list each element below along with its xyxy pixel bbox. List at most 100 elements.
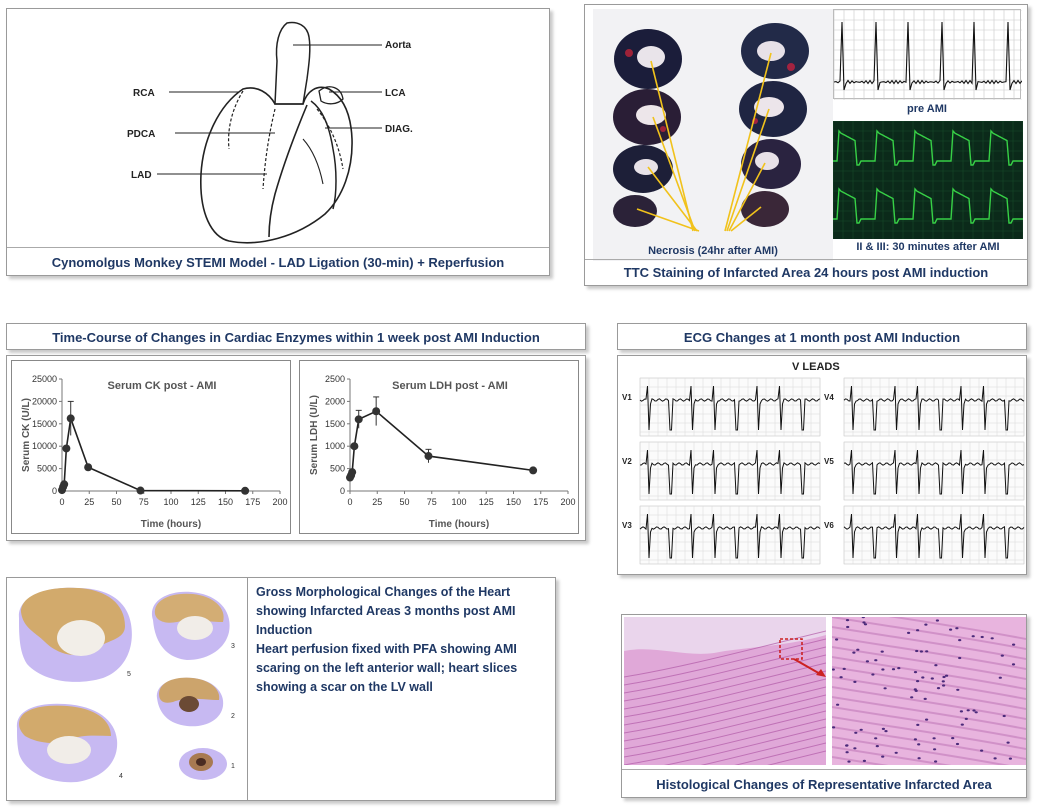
rca-vessel bbox=[227, 90, 244, 150]
x-tick-label: 150 bbox=[506, 497, 521, 507]
ttc-caption: TTC Staining of Infarcted Area 24 hours … bbox=[623, 265, 989, 280]
ecg-lead-v5: V5 bbox=[824, 441, 1025, 501]
nucleus bbox=[913, 738, 917, 741]
nucleus bbox=[894, 751, 898, 754]
fiber bbox=[734, 742, 826, 765]
ttc-red-spot bbox=[787, 63, 795, 71]
nucleus bbox=[917, 743, 921, 746]
nucleus bbox=[936, 687, 941, 690]
necrosis-arrow bbox=[726, 108, 770, 232]
fiber bbox=[624, 686, 826, 734]
ecg-caption-box: ECG Changes at 1 month post AMI Inductio… bbox=[617, 323, 1027, 350]
x-tick-label: 0 bbox=[59, 497, 64, 507]
nucleus bbox=[847, 760, 851, 763]
nucleus bbox=[891, 668, 896, 671]
x-tick-label: 175 bbox=[245, 497, 260, 507]
slice-number: 2 bbox=[231, 713, 235, 720]
x-tick-label: 25 bbox=[84, 497, 94, 507]
nucleus bbox=[1002, 714, 1006, 718]
series-line bbox=[349, 410, 534, 478]
nucleus bbox=[919, 650, 923, 653]
histo-high-mag-svg bbox=[832, 617, 1026, 765]
x-tick-label: 125 bbox=[479, 497, 494, 507]
branch-vessel bbox=[302, 138, 324, 185]
ldh-chart: Serum LDH post - AMI05001000150020002500… bbox=[309, 374, 576, 530]
nucleus bbox=[913, 688, 917, 691]
nucleus bbox=[925, 650, 929, 653]
lead-trace bbox=[639, 513, 821, 559]
ecg-lead-v3: V3 bbox=[622, 505, 821, 565]
nucleus bbox=[974, 711, 978, 714]
chart-title: Serum CK post - AMI bbox=[108, 380, 217, 392]
nucleus bbox=[949, 628, 953, 631]
y-tick-label: 0 bbox=[52, 486, 57, 496]
x-tick-label: 75 bbox=[427, 497, 437, 507]
slice-number: 1 bbox=[231, 763, 235, 770]
nucleus bbox=[916, 680, 920, 683]
necrosis-arrow bbox=[724, 52, 772, 232]
ecg-lead-v2: V2 bbox=[622, 441, 821, 501]
nucleus bbox=[964, 717, 968, 720]
nucleus bbox=[881, 755, 885, 758]
nucleus bbox=[845, 619, 850, 622]
fiber bbox=[663, 726, 826, 765]
nucleus bbox=[935, 619, 939, 622]
ttc-slice bbox=[741, 191, 789, 227]
heart-slice-2-cavity bbox=[179, 696, 199, 712]
enzyme-caption-box: Time-Course of Changes in Cardiac Enzyme… bbox=[6, 323, 586, 350]
fiber bbox=[832, 746, 952, 765]
lead-trace bbox=[843, 513, 1025, 559]
fiber bbox=[624, 646, 826, 694]
nucleus bbox=[932, 737, 936, 740]
ttc-slice bbox=[636, 105, 666, 125]
ttc-slice bbox=[757, 41, 785, 61]
nucleus bbox=[1006, 741, 1010, 744]
nucleus bbox=[910, 696, 914, 699]
label-lad: LAD bbox=[131, 170, 152, 181]
x-tick-label: 100 bbox=[451, 497, 466, 507]
data-point bbox=[60, 480, 69, 489]
nucleus bbox=[836, 703, 840, 706]
nucleus bbox=[917, 757, 921, 760]
fiber bbox=[832, 716, 1026, 750]
nucleus bbox=[958, 656, 962, 660]
nucleus bbox=[955, 627, 959, 630]
lead-label: V3 bbox=[622, 521, 632, 530]
fiber bbox=[624, 710, 826, 758]
lead-trace bbox=[639, 385, 821, 431]
data-point bbox=[66, 414, 75, 423]
fiber bbox=[832, 736, 1010, 765]
label-aorta: Aorta bbox=[385, 40, 412, 51]
nucleus bbox=[951, 737, 955, 740]
x-tick-label: 75 bbox=[139, 497, 149, 507]
nucleus bbox=[1008, 757, 1012, 760]
nucleus bbox=[845, 744, 849, 747]
gross-photo-svg: 5 3 2 4 1 bbox=[16, 587, 235, 783]
lead-label: V1 bbox=[622, 393, 632, 402]
x-tick-label: 25 bbox=[372, 497, 382, 507]
nucleus bbox=[884, 730, 888, 733]
fiber bbox=[700, 734, 826, 765]
histo-high-mag bbox=[832, 617, 1026, 765]
ttc-photo: Necrosis (24hr after AMI) bbox=[593, 9, 833, 261]
nucleus bbox=[921, 676, 925, 679]
necrosis-label: Necrosis (24hr after AMI) bbox=[648, 245, 778, 257]
necrosis-arrow bbox=[652, 116, 696, 232]
ttc-slices-svg bbox=[613, 23, 809, 232]
nucleus bbox=[880, 650, 884, 653]
nucleus bbox=[980, 635, 984, 639]
ttc-slice bbox=[637, 46, 665, 68]
enzyme-caption: Time-Course of Changes in Cardiac Enzyme… bbox=[52, 330, 540, 345]
label-rca: RCA bbox=[133, 88, 155, 99]
pre-ami-grid bbox=[833, 9, 1022, 101]
y-tick-label: 0 bbox=[340, 486, 345, 496]
y-axis-label: Serum CK (U/L) bbox=[21, 398, 32, 472]
y-axis-label: Serum LDH (U/L) bbox=[309, 395, 320, 475]
necrosis-arrow bbox=[730, 206, 762, 232]
fiber bbox=[832, 726, 1026, 760]
nucleus bbox=[842, 667, 846, 670]
ecg-lead-v6: V6 bbox=[824, 505, 1025, 565]
